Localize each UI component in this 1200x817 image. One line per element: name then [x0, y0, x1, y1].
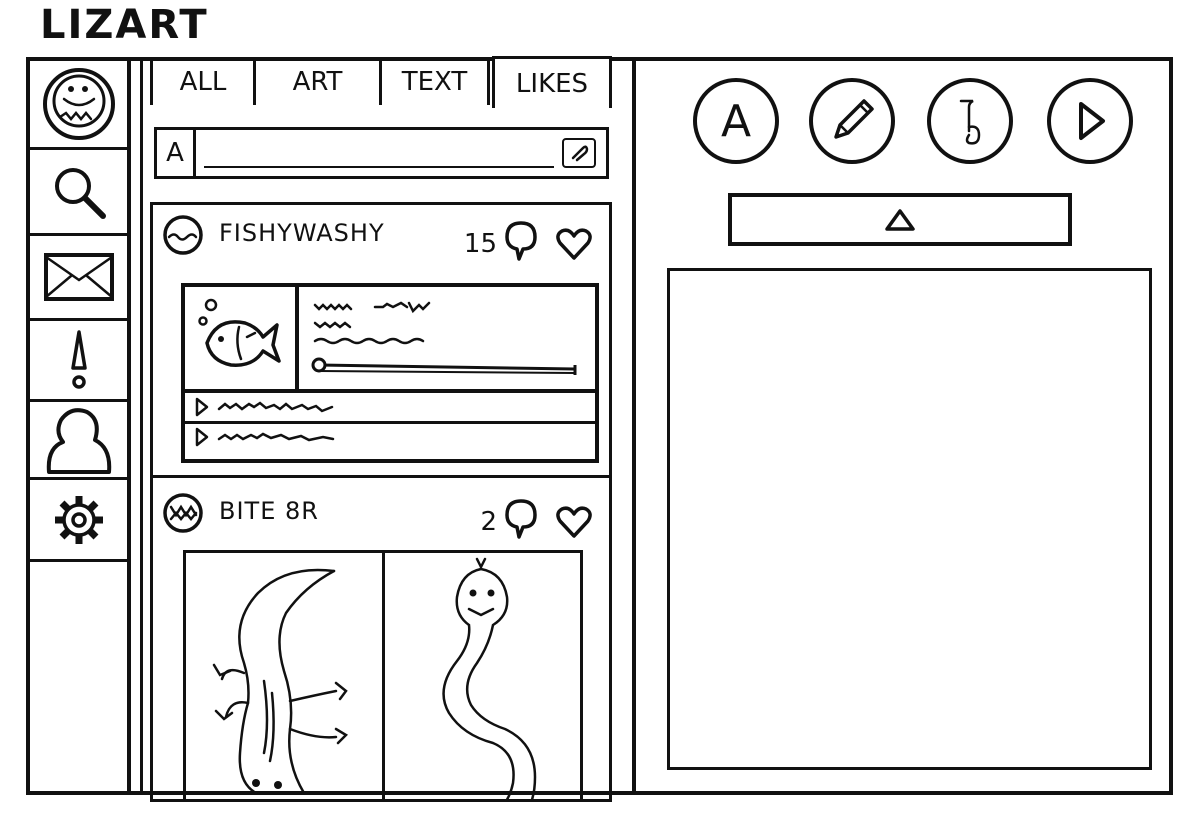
seek-handle[interactable]	[311, 357, 327, 373]
gallery-image[interactable]	[186, 553, 385, 799]
composer-input[interactable]	[204, 138, 554, 168]
gear-icon	[55, 495, 103, 544]
letter-a-icon: A	[720, 95, 752, 147]
heart-icon[interactable]	[555, 505, 593, 539]
track-details	[311, 301, 577, 375]
exclamation-icon	[71, 330, 87, 389]
comment-icon[interactable]	[501, 219, 541, 263]
avatar[interactable]	[161, 491, 205, 535]
image-gallery	[183, 550, 583, 799]
fish-icon	[198, 298, 281, 367]
paperclip-icon	[571, 145, 589, 162]
video-tool-button[interactable]	[1047, 78, 1133, 164]
profile-avatar-icon	[43, 68, 115, 140]
sidebar-item-notifications[interactable]	[30, 321, 128, 402]
upload-button[interactable]	[728, 193, 1072, 246]
play-icon	[195, 397, 209, 417]
magnifier-icon	[55, 167, 106, 219]
triangle-up-icon	[885, 208, 915, 231]
sidebar-item-profile[interactable]	[30, 61, 128, 150]
play-icon	[195, 427, 209, 447]
comment-count: 2	[480, 507, 497, 537]
sidebar-item-settings[interactable]	[30, 480, 128, 562]
track-row[interactable]	[185, 393, 595, 424]
panel-divider	[632, 61, 636, 791]
attach-button[interactable]	[562, 138, 596, 168]
snake-drawing	[442, 557, 537, 799]
post-header: FISHYWASHY 15	[153, 205, 609, 265]
tab-likes[interactable]: LIKES	[492, 56, 612, 108]
tab-art[interactable]: ART	[256, 58, 382, 105]
tracklist-divider	[185, 389, 595, 393]
audio-card	[181, 283, 599, 463]
tab-text[interactable]: TEXT	[382, 58, 490, 105]
post-username[interactable]: FISHYWASHY	[219, 219, 385, 247]
feed-list: FISHYWASHY 15	[150, 202, 612, 802]
album-cover[interactable]	[185, 287, 299, 389]
heart-icon[interactable]	[555, 227, 593, 261]
comment-count: 15	[463, 229, 497, 259]
text-tool-button[interactable]: A	[693, 78, 779, 164]
comment-icon[interactable]	[501, 497, 541, 541]
person-icon	[46, 407, 112, 474]
sidebar-item-account[interactable]	[30, 402, 128, 480]
track-row-content	[195, 397, 334, 417]
draw-tool-button[interactable]	[809, 78, 895, 164]
post-header: BITE 8R 2	[153, 483, 609, 543]
track-row[interactable]	[185, 424, 595, 451]
sidebar-item-messages[interactable]	[30, 236, 128, 321]
music-note-icon	[959, 99, 981, 145]
tabs-left-edge	[150, 58, 153, 105]
text-prefix-label: A	[157, 130, 196, 176]
sidebar-item-search[interactable]	[30, 150, 128, 236]
app-title: LIZART	[40, 2, 209, 48]
lizard-drawing	[212, 568, 349, 795]
audio-tool-button[interactable]	[927, 78, 1013, 164]
tab-all[interactable]: ALL	[153, 58, 256, 105]
envelope-icon	[44, 253, 114, 301]
post-separator	[153, 475, 609, 478]
track-row-content	[195, 427, 335, 447]
canvas-area[interactable]	[667, 268, 1152, 770]
pencil-icon	[834, 99, 874, 139]
post-composer: A	[154, 127, 609, 179]
gallery-image[interactable]	[385, 553, 574, 799]
avatar[interactable]	[161, 213, 205, 257]
play-icon	[1079, 102, 1105, 140]
post-username[interactable]: BITE 8R	[219, 497, 319, 525]
sidebar-divider	[127, 61, 131, 791]
feed-left-border	[140, 61, 143, 791]
